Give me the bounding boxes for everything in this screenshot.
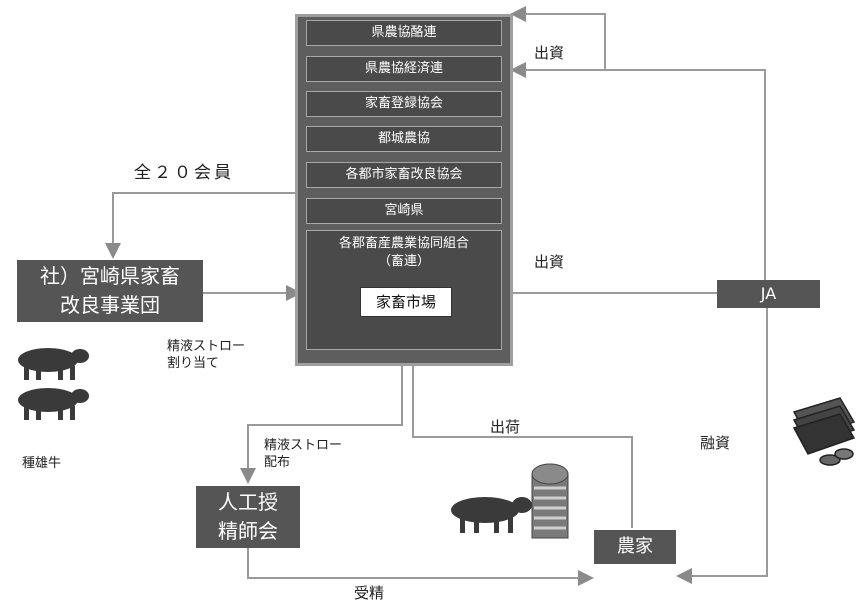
org-box-5: 各都市家畜改良協会 <box>306 162 502 188</box>
arrow-loan <box>676 307 768 584</box>
ai-line-2: 精師会 <box>218 519 278 543</box>
insemination-label: 受精 <box>354 584 385 602</box>
farmer-box: 農家 <box>594 530 676 564</box>
org-box-4: 都城農協 <box>306 126 502 152</box>
straw-dist-line-1: 精液ストロー <box>264 438 343 453</box>
members-label: 全２０会員 <box>134 163 234 183</box>
org-box-1: 県農協酪連 <box>306 20 502 46</box>
ai-line-1: 人工授 <box>218 490 278 514</box>
dantai-line-1: 社）宮崎県家畜 <box>40 264 180 288</box>
ja-box: JA <box>717 280 820 308</box>
org-box-3: 家畜登録協会 <box>306 91 502 117</box>
cattle-icon <box>451 497 532 533</box>
shipment-label: 出荷 <box>490 418 521 436</box>
bull-icon <box>18 348 89 420</box>
org-box-6: 宮崎県 <box>306 198 502 224</box>
dantai-box: 社）宮崎県家畜 改良事業団 <box>17 260 203 322</box>
ai-association-box: 人工授 精師会 <box>196 486 300 548</box>
kumiai-subtitle: （畜連） <box>377 254 430 269</box>
money-icon <box>792 397 856 466</box>
straw-dist-label: 精液ストロー 配布 <box>264 437 342 471</box>
org-box-2: 県農協経済連 <box>306 56 502 82</box>
arrow-straw-dist <box>240 366 403 484</box>
straw-alloc-line-1: 精液ストロー <box>167 339 246 354</box>
arrow-shipment <box>405 320 633 528</box>
invest-label-mid: 出資 <box>534 253 565 271</box>
loan-label: 融資 <box>700 434 731 452</box>
bull-label: 種雄牛 <box>22 456 62 471</box>
arrow-insemination <box>247 548 594 586</box>
livestock-market-box: 家畜市場 <box>360 287 452 317</box>
kumiai-title: 各郡畜産農業協同組合 <box>338 236 469 251</box>
dantai-line-2: 改良事業団 <box>60 293 160 317</box>
arrow-members <box>105 192 295 259</box>
silo-icon <box>531 463 569 539</box>
straw-dist-line-2: 配布 <box>264 455 291 470</box>
invest-label-top: 出資 <box>534 44 565 62</box>
straw-alloc-line-2: 割り当て <box>167 356 220 371</box>
straw-alloc-label: 精液ストロー 割り当て <box>167 338 245 372</box>
